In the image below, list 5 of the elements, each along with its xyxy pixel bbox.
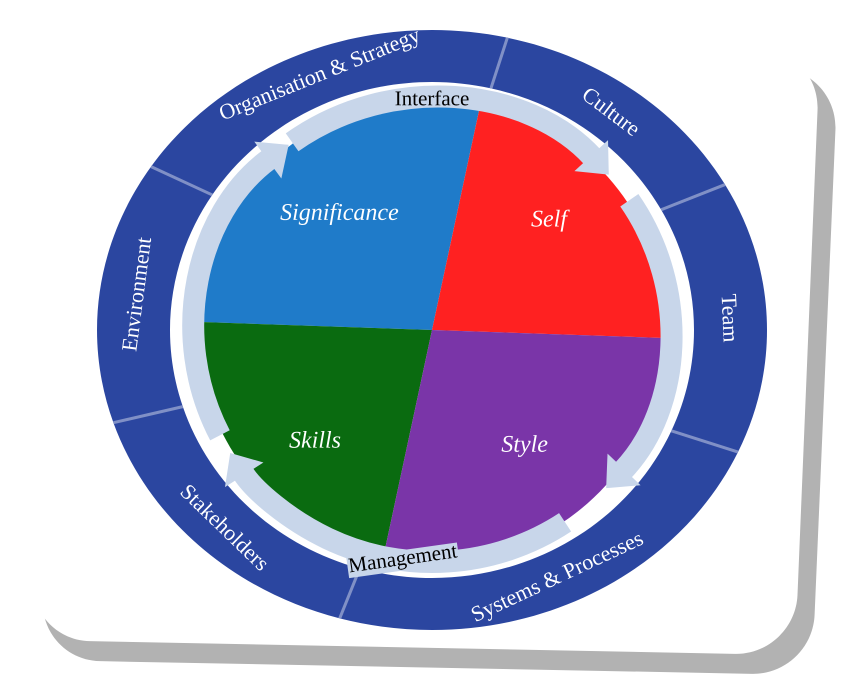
ring-segment: Team	[661, 184, 767, 452]
node-label: Environment	[122, 237, 152, 352]
edge-label: Management	[346, 542, 460, 578]
node-label: Team	[722, 294, 737, 342]
ring-segment: Environment	[97, 166, 212, 423]
